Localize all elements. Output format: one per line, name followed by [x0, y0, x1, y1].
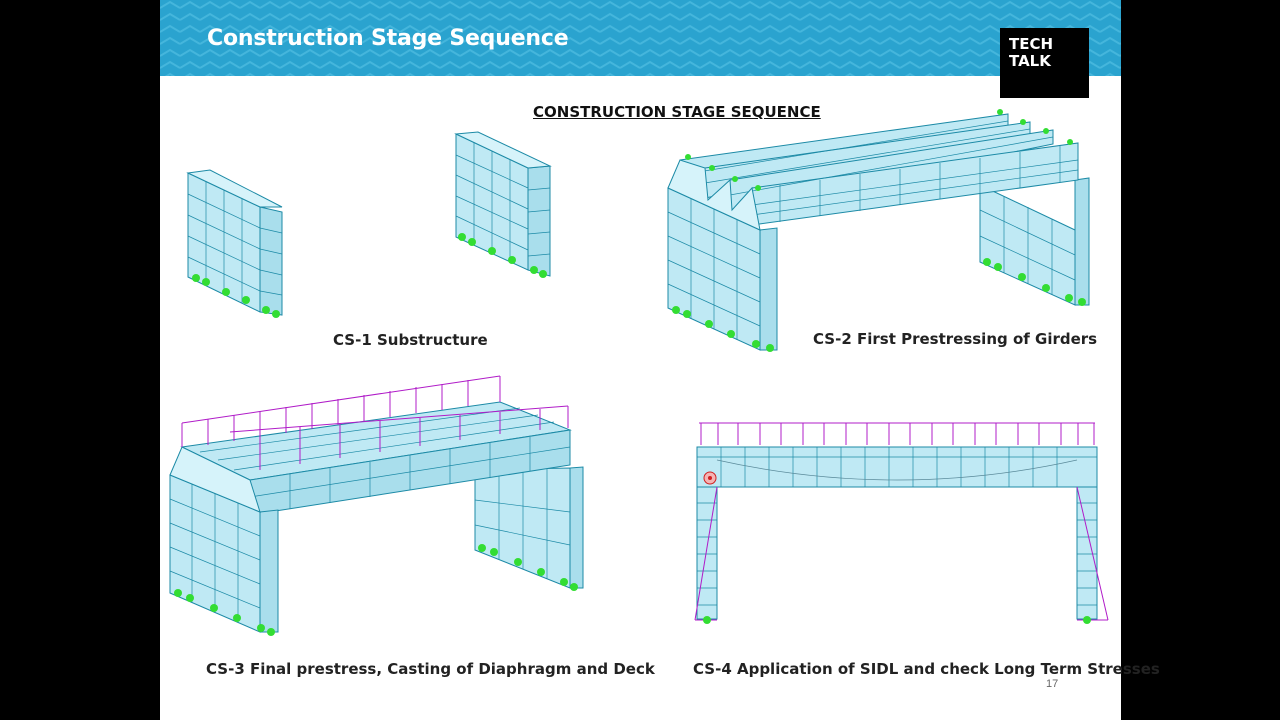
slide: Construction Stage Sequence TECH TALK CO… [160, 0, 1160, 720]
cs3-supports [174, 544, 578, 636]
title-banner: Construction Stage Sequence [160, 0, 1121, 76]
tech-talk-logo: TECH TALK [1000, 28, 1089, 98]
banner-zigzag-pattern [160, 0, 1121, 76]
cs2-caption: CS-2 First Prestressing of Girders [813, 330, 1098, 348]
cs4-load-arrows [694, 422, 1109, 621]
cs4-supports [703, 471, 1091, 624]
cs1-supports [192, 233, 547, 318]
cs1-caption: CS-1 Substructure [333, 331, 488, 349]
cs3-deck-model [169, 401, 584, 633]
logo-line-2: TALK [1009, 52, 1051, 70]
section-heading: CONSTRUCTION STAGE SEQUENCE [533, 103, 821, 121]
cs1-substructure-model [186, 131, 552, 316]
page-number: 17 [1046, 678, 1059, 690]
stage-figures [169, 109, 1109, 636]
cs2-supports [672, 109, 1086, 352]
cs2-girders-model [667, 113, 1090, 351]
cs3-caption: CS-3 Final prestress, Casting of Diaphra… [206, 660, 655, 678]
logo-line-1: TECH [1009, 35, 1054, 53]
cs4-frame-model [696, 446, 1098, 620]
cs3-load-arrows [181, 375, 569, 470]
cs4-caption: CS-4 Application of SIDL and check Long … [693, 660, 1160, 678]
slide-title: Construction Stage Sequence [207, 26, 569, 51]
